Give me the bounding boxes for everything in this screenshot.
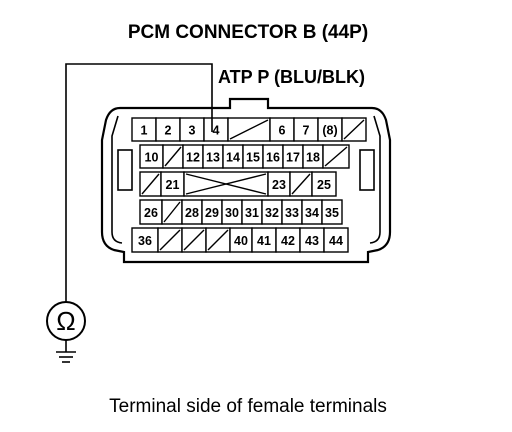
unused-terminal-slash: [291, 173, 311, 195]
terminal-cell: [299, 227, 325, 253]
probe-wire: [65, 63, 213, 302]
terminal-number: 43: [305, 234, 319, 248]
terminal-number: 41: [257, 234, 271, 248]
terminal-number: 4: [213, 124, 220, 138]
terminal-cell: [275, 227, 301, 253]
terminal-number: 1: [141, 124, 148, 138]
unused-terminal-slash: [183, 229, 205, 251]
connector-housing-inner: [111, 115, 381, 244]
terminal-cell: [321, 199, 343, 225]
ground-icon: [56, 351, 76, 363]
connector-housing: [100, 97, 392, 264]
terminal-number: 25: [317, 178, 331, 192]
connector-lock-left: [117, 149, 133, 191]
terminal-number: 6: [279, 124, 286, 138]
terminal-number: 2: [165, 124, 172, 138]
unused-terminal-slash: [343, 119, 365, 140]
unused-terminal-slash: [163, 201, 181, 223]
terminal-number: 15: [246, 151, 260, 165]
terminal-number: 23: [272, 178, 286, 192]
terminal-number: 21: [166, 178, 180, 192]
terminal-number: 44: [329, 234, 343, 248]
terminal-number: 34: [305, 206, 319, 220]
terminal-number: 16: [266, 151, 280, 165]
unused-terminal-slash: [159, 229, 181, 251]
terminal-number: 13: [206, 151, 220, 165]
terminal-number: 32: [265, 206, 279, 220]
terminal-number: 28: [185, 206, 199, 220]
terminal-number: 14: [226, 151, 240, 165]
wire-label: ATP P (BLU/BLK): [218, 67, 365, 87]
unused-terminal-slash: [164, 146, 182, 167]
connector-title: PCM CONNECTOR B (44P): [128, 22, 368, 43]
caption: Terminal side of female terminals: [109, 396, 387, 417]
terminal-number: 30: [225, 206, 239, 220]
connector-lock-right: [359, 149, 375, 191]
terminal-number: 3: [189, 124, 196, 138]
terminal-number: 26: [144, 206, 158, 220]
unused-terminal-slash: [229, 119, 269, 140]
terminal-number: 33: [285, 206, 299, 220]
terminal-number: 36: [138, 234, 152, 248]
terminal-cell: [323, 227, 349, 253]
terminal-cell: [311, 171, 337, 197]
terminal-number: 31: [245, 206, 259, 220]
terminal-number: 12: [186, 151, 200, 165]
terminal-number: 40: [234, 234, 248, 248]
terminal-number: 17: [286, 151, 300, 165]
terminal-cell: [251, 227, 277, 253]
ohm-symbol: Ω: [56, 306, 75, 336]
terminal-number: 35: [325, 206, 339, 220]
unused-terminal-slash: [207, 229, 229, 251]
terminal-number: 18: [306, 151, 320, 165]
unused-terminal-slash: [324, 146, 348, 167]
blank-area-cross: [185, 173, 267, 195]
terminal-number: 29: [205, 206, 219, 220]
terminal-number: 42: [281, 234, 295, 248]
terminal-number: 10: [145, 151, 159, 165]
unused-terminal-slash: [141, 173, 160, 195]
terminal-number: (8): [322, 124, 337, 138]
terminal-number: 7: [303, 124, 310, 138]
